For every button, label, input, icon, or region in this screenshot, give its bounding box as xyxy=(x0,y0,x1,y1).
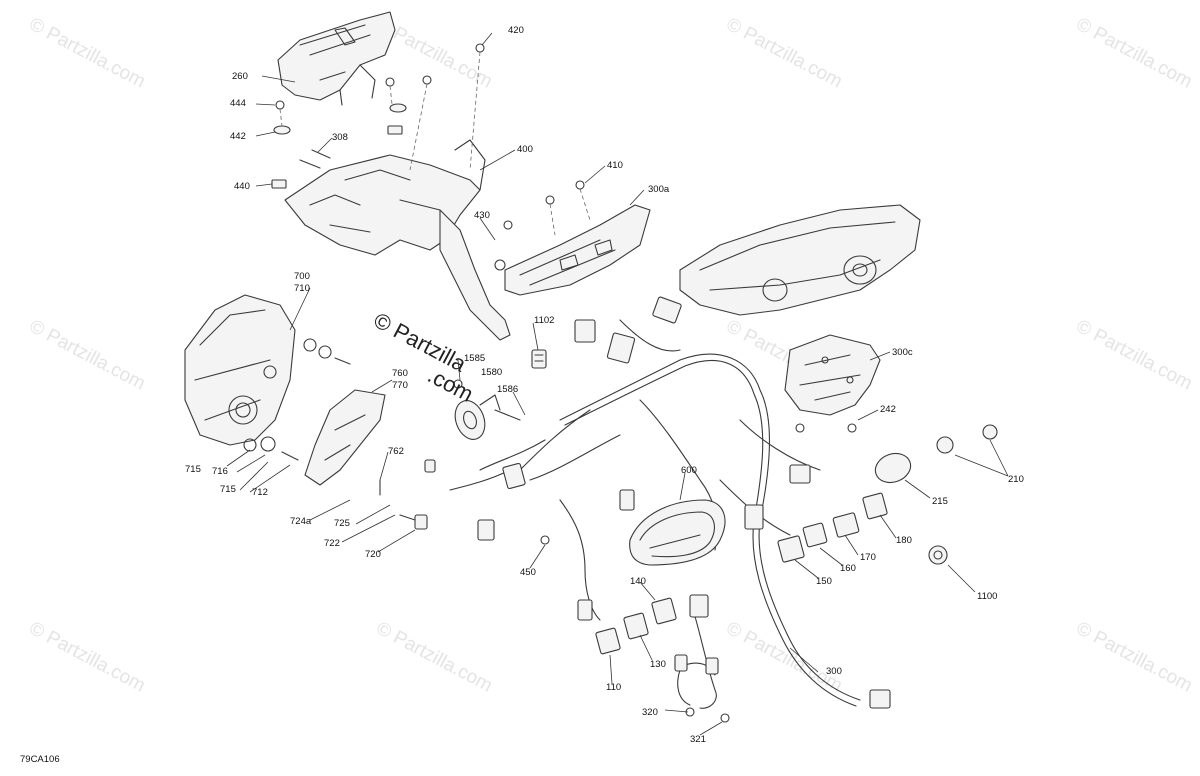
callout-1585: 1585 xyxy=(464,353,485,364)
callout-760: 760 xyxy=(392,368,408,379)
watermark-text: © Partzilla.com xyxy=(26,618,149,697)
callout-430: 430 xyxy=(474,210,490,221)
callout-762: 762 xyxy=(388,446,404,457)
callout-712: 712 xyxy=(252,487,268,498)
callout-260: 260 xyxy=(232,71,248,82)
watermark-text: © Partzilla.com xyxy=(1073,618,1196,697)
callout-1100: 1100 xyxy=(977,591,997,602)
callout-308: 308 xyxy=(332,132,348,143)
callout-140: 140 xyxy=(630,576,646,587)
callout-600: 600 xyxy=(681,465,697,476)
part-300c-bracket xyxy=(784,334,881,416)
callout-700: 700 xyxy=(294,271,310,282)
callout-210: 210 xyxy=(1008,474,1024,485)
leader-lines xyxy=(226,32,1009,736)
callout-710: 710 xyxy=(294,283,310,294)
callout-1586: 1586 xyxy=(497,384,518,395)
callout-110: 110 xyxy=(606,682,621,693)
watermark-text: © Partzilla.com xyxy=(373,618,496,697)
callout-320: 320 xyxy=(642,707,658,718)
callout-724a: 724a xyxy=(290,516,312,527)
center-watermark: © Partzilla .com xyxy=(370,307,478,406)
part-700-headlight xyxy=(184,294,296,446)
part-1102-connector xyxy=(531,349,547,369)
callout-715-top: 715 xyxy=(185,464,201,475)
callout-130: 130 xyxy=(650,659,666,670)
callout-410: 410 xyxy=(607,160,623,171)
callout-720: 720 xyxy=(365,549,381,560)
fastener-group-715 xyxy=(243,338,351,461)
callout-440: 440 xyxy=(234,181,250,192)
part-260-cover xyxy=(277,11,396,106)
part-headlight-housing xyxy=(679,204,921,316)
watermark-text: © Partzilla.com xyxy=(1073,14,1196,93)
watermark-text: © Partzilla.com xyxy=(1073,316,1196,395)
watermark-text: © Partzilla.com xyxy=(26,316,149,395)
callout-420: 420 xyxy=(508,25,524,36)
callout-300c: 300c xyxy=(892,347,913,358)
callout-400: 400 xyxy=(517,144,533,155)
part-760-bracket xyxy=(304,389,386,486)
callout-160: 160 xyxy=(840,563,856,574)
figure-code: 79CA106 xyxy=(20,754,60,765)
callout-300a: 300a xyxy=(648,184,670,195)
callout-150: 150 xyxy=(816,576,832,587)
part-600-instrument-cluster xyxy=(629,499,726,566)
callout-180: 180 xyxy=(896,535,912,546)
callout-725: 725 xyxy=(334,518,350,529)
callout-215: 215 xyxy=(932,496,948,507)
callout-321: 321 xyxy=(690,734,706,745)
callout-labels: 420 260 444 442 308 440 400 410 300a 430… xyxy=(185,25,1024,745)
part-320-harness xyxy=(674,594,719,706)
part-400-bracket xyxy=(284,139,511,341)
part-300a-module xyxy=(504,204,651,296)
callout-716: 716 xyxy=(212,466,228,477)
callout-242: 242 xyxy=(880,404,896,415)
callout-715-bottom: 715 xyxy=(220,484,236,495)
callout-770: 770 xyxy=(392,380,408,391)
center-watermark-line1: © Partzilla xyxy=(370,307,471,377)
callout-300: 300 xyxy=(826,666,842,677)
callout-722: 722 xyxy=(324,538,340,549)
callout-442: 442 xyxy=(230,131,246,142)
assembly-lines xyxy=(279,51,591,236)
callout-1102: 1102 xyxy=(534,315,554,326)
part-1580-horn xyxy=(454,394,521,440)
watermark-text: © Partzilla.com xyxy=(26,14,149,93)
watermark-text: © Partzilla.com xyxy=(723,14,846,93)
callout-444: 444 xyxy=(230,98,246,109)
part-relays xyxy=(777,424,998,565)
callout-450: 450 xyxy=(520,567,536,578)
part-connectors-lower xyxy=(414,459,677,655)
fasteners xyxy=(271,43,857,723)
callout-1580: 1580 xyxy=(481,367,502,378)
callout-170: 170 xyxy=(860,552,876,563)
watermark-text: © Partzilla.com xyxy=(723,618,846,697)
part-300-harness xyxy=(449,296,891,709)
